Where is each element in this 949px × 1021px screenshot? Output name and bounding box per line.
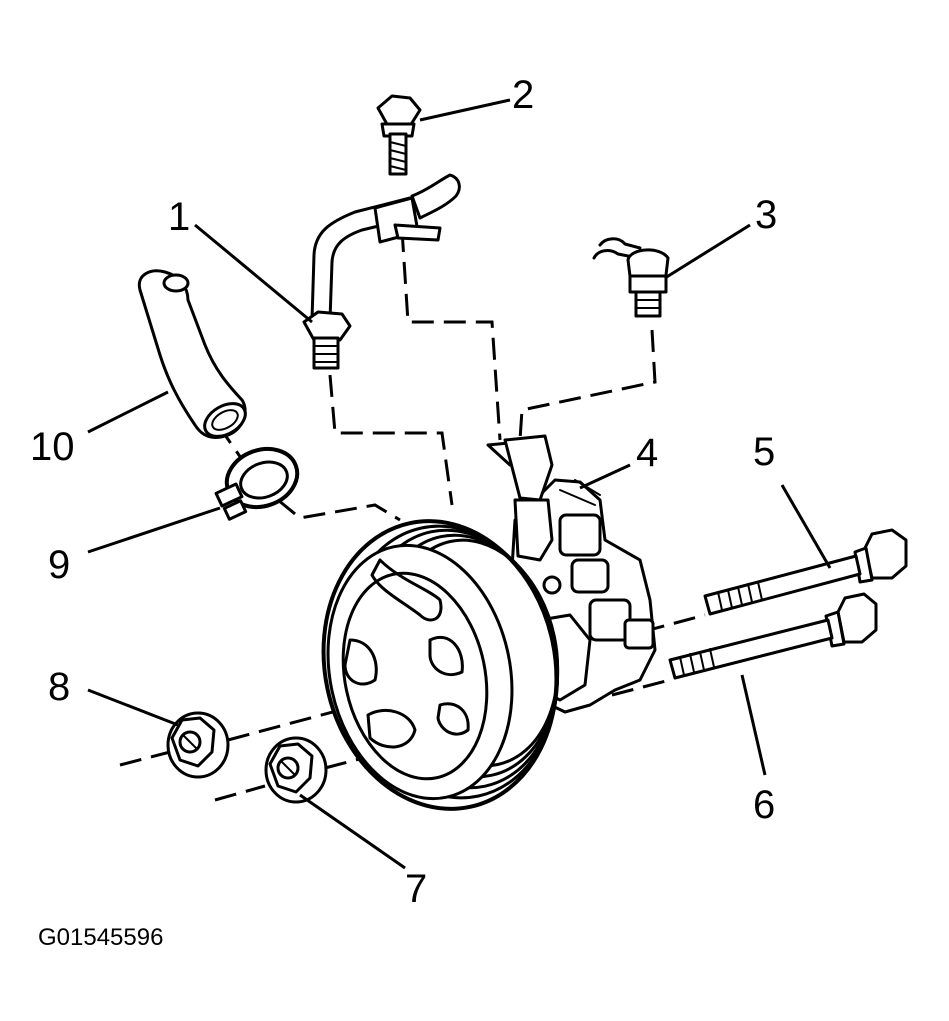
callout-label-1: 1 — [168, 195, 190, 239]
callout-label-10: 10 — [30, 425, 75, 469]
hose-part-10 — [137, 269, 247, 440]
clamp-part-9 — [214, 446, 300, 521]
pressure-switch-part-3 — [592, 237, 670, 318]
leader-line-2 — [419, 98, 511, 122]
leader-line-1 — [194, 223, 313, 324]
callout-label-3: 3 — [755, 193, 777, 237]
callout-label-5: 5 — [753, 430, 775, 474]
bolt-part-5 — [703, 528, 908, 616]
leader-line-4 — [579, 463, 631, 490]
nut-part-7 — [264, 736, 328, 804]
leader-line-7 — [299, 793, 406, 870]
bolt-part-6 — [668, 592, 878, 680]
callout-label-9: 9 — [48, 543, 70, 587]
callout-labels: 1 2 3 4 5 6 7 8 9 10 — [30, 73, 777, 911]
callout-label-4: 4 — [636, 431, 658, 475]
figure-id: G01545596 — [38, 924, 163, 951]
pressure-pipe-part-1 — [302, 173, 461, 370]
bolt-part-2 — [376, 94, 422, 176]
callout-label-8: 8 — [48, 665, 70, 709]
nut-part-8 — [166, 711, 230, 779]
pulley — [321, 519, 560, 811]
callout-label-2: 2 — [512, 73, 534, 117]
leader-lines — [87, 98, 832, 870]
leader-line-3 — [664, 223, 751, 280]
callout-label-7: 7 — [405, 867, 427, 911]
leader-line-8 — [87, 688, 179, 727]
callout-label-6: 6 — [753, 783, 775, 827]
leader-line-5 — [780, 484, 832, 569]
leader-line-10 — [87, 390, 169, 434]
leader-line-6 — [740, 674, 767, 776]
leader-line-9 — [87, 506, 221, 554]
